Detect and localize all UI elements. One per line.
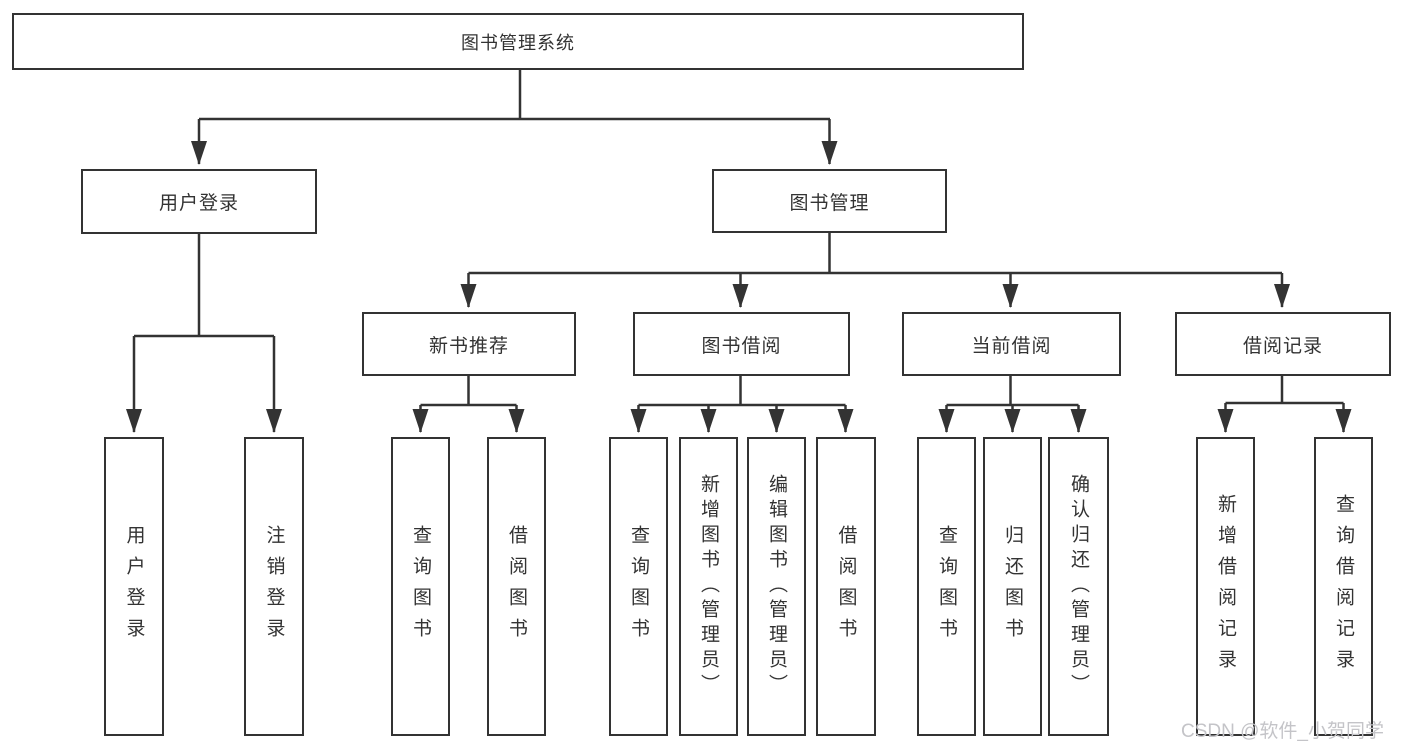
node-new-book-recommend: 新书推荐 (362, 312, 576, 376)
leaf-label: 查询图书 (936, 524, 957, 649)
leaf-query-borrow-record: 查询借阅记录 (1314, 437, 1373, 736)
leaf-label: 新增图书（管理员） (698, 474, 719, 699)
leaf-return-book: 归还图书 (983, 437, 1042, 736)
node-root-library-system: 图书管理系统 (12, 13, 1024, 70)
leaf-label: 查询图书 (628, 524, 649, 649)
leaf-label: 借阅图书 (506, 524, 527, 649)
leaf-edit-book-admin: 编辑图书（管理员） (747, 437, 806, 736)
leaf-query-books-3: 查询图书 (917, 437, 976, 736)
leaf-label: 注销登录 (263, 524, 285, 649)
node-current-borrow: 当前借阅 (902, 312, 1121, 376)
leaf-confirm-return-admin: 确认归还（管理员） (1048, 437, 1109, 736)
leaf-add-borrow-record: 新增借阅记录 (1196, 437, 1255, 736)
node-book-management: 图书管理 (712, 169, 947, 233)
leaf-label: 查询借阅记录 (1333, 493, 1354, 680)
csdn-watermark: CSDN @软件_小贺同学 (1181, 721, 1384, 742)
leaf-user-login: 用户登录 (104, 437, 164, 736)
node-book-borrow: 图书借阅 (633, 312, 850, 376)
leaf-label: 归还图书 (1002, 524, 1023, 649)
leaf-label: 新增借阅记录 (1215, 493, 1236, 680)
leaf-label: 借阅图书 (835, 524, 857, 649)
leaf-label: 用户登录 (123, 524, 145, 649)
leaf-logout: 注销登录 (244, 437, 304, 736)
leaf-label: 查询图书 (410, 524, 431, 649)
leaf-borrow-books-2: 借阅图书 (816, 437, 876, 736)
leaf-query-books-2: 查询图书 (609, 437, 668, 736)
node-borrow-records: 借阅记录 (1175, 312, 1391, 376)
leaf-label: 确认归还（管理员） (1068, 474, 1089, 699)
leaf-label: 编辑图书（管理员） (766, 474, 787, 699)
leaf-query-books-1: 查询图书 (391, 437, 450, 736)
leaf-borrow-books-1: 借阅图书 (487, 437, 546, 736)
leaf-add-book-admin: 新增图书（管理员） (679, 437, 738, 736)
node-user-login: 用户登录 (81, 169, 317, 234)
